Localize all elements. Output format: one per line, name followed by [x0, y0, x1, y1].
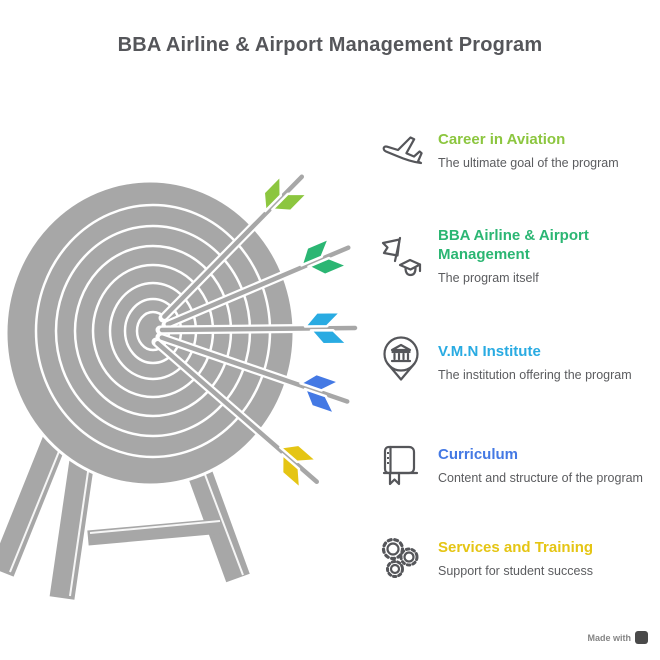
institute-location-pin-icon — [374, 334, 428, 392]
watermark-text: Made with — [587, 632, 631, 643]
list-item: Services and Training Support for studen… — [374, 513, 660, 605]
item-description: The ultimate goal of the program — [438, 155, 619, 170]
arrow-curriculum — [155, 332, 354, 416]
item-heading: Curriculum — [438, 445, 519, 463]
arrow-services — [151, 337, 323, 490]
item-description: Support for student success — [438, 563, 593, 578]
item-description: Content and structure of the program — [438, 470, 643, 485]
list-item: BBA Airline & Airport Management The pro… — [374, 211, 660, 303]
target-illustration — [0, 170, 362, 601]
arrow-program — [161, 237, 355, 330]
list-item: V.M.N Institute The institution offering… — [374, 317, 660, 409]
arrow-institute — [155, 310, 362, 346]
list-item: Curriculum Content and structure of the … — [374, 420, 660, 512]
arrows — [151, 170, 362, 490]
item-heading: V.M.N Institute — [438, 342, 541, 360]
item-heading: Services and Training — [438, 538, 594, 556]
list-item: Career in Aviation The ultimate goal of … — [374, 105, 660, 197]
arrow-career — [158, 170, 309, 323]
flag-graduation-icon — [374, 234, 428, 280]
item-description: The institution offering the program — [438, 367, 632, 382]
watermark: Made with — [587, 631, 660, 644]
item-heading: BBA Airline & Airport Management — [438, 227, 589, 264]
services-gears-icon — [374, 535, 428, 583]
plane-landing-icon — [374, 130, 428, 172]
page-title: BBA Airline & Airport Management Program — [117, 34, 543, 56]
curriculum-book-icon — [374, 442, 428, 490]
watermark-logo-icon — [635, 631, 648, 644]
item-heading: Career in Aviation — [438, 130, 566, 148]
item-description: The program itself — [438, 270, 539, 285]
